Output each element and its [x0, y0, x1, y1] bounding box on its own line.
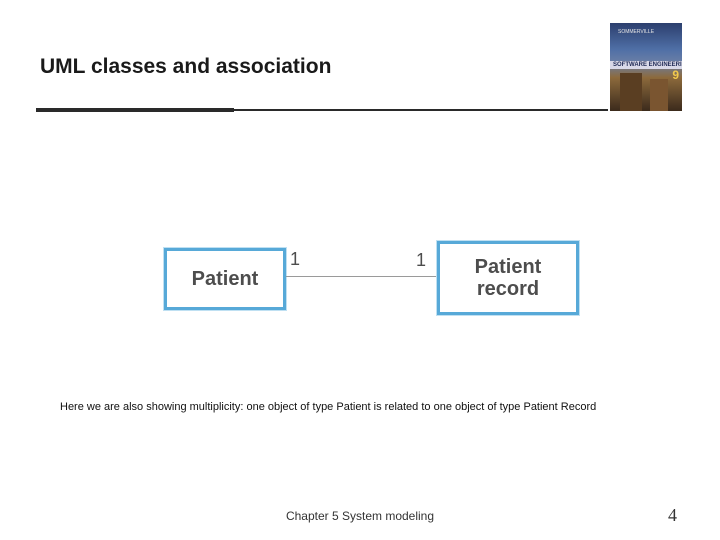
book-cover-image: SOMMERVILLE SOFTWARE ENGINEERING 9	[610, 23, 682, 111]
book-cover-tower-shape-2	[650, 79, 668, 111]
class-box-patient-record: Patient record	[437, 241, 579, 315]
diagram-caption: Here we are also showing multiplicity: o…	[60, 401, 597, 413]
book-cover-tower-shape	[620, 73, 642, 111]
slide-footer: Chapter 5 System modeling	[285, 509, 435, 523]
book-cover-edition: 9	[672, 68, 679, 82]
book-cover-title: SOFTWARE ENGINEERING	[613, 62, 682, 68]
association-line	[286, 276, 437, 277]
book-cover-band	[610, 61, 682, 69]
slide-title: UML classes and association	[40, 55, 332, 78]
multiplicity-patient-end: 1	[290, 249, 301, 269]
multiplicity-record-end: 1	[416, 250, 427, 270]
page-number: 4	[668, 505, 677, 525]
title-underline	[36, 109, 608, 111]
class-box-patient: Patient	[164, 248, 286, 310]
book-cover-author: SOMMERVILLE	[618, 29, 655, 35]
class-label-patient: Patient	[191, 268, 259, 290]
title-underline-accent	[36, 108, 234, 112]
class-label-patient-record: Patient record	[474, 256, 542, 300]
